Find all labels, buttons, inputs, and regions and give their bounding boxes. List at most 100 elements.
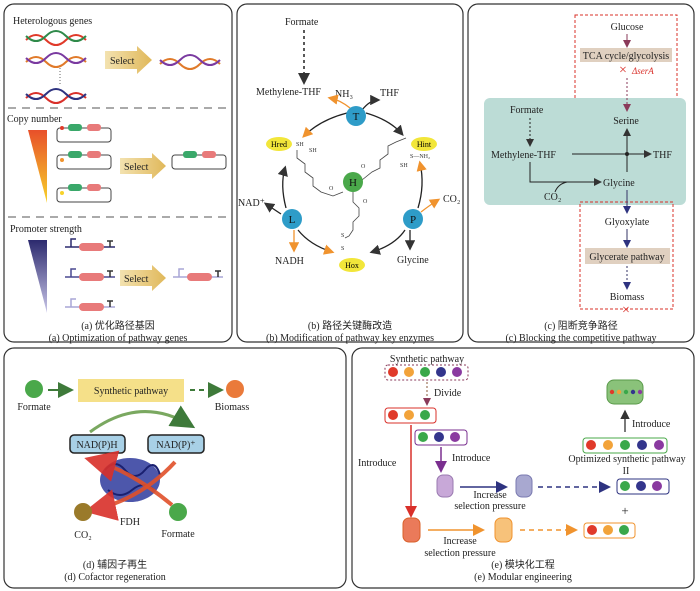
h-int-badge: Hint [411,137,437,151]
svg-text:Serine: Serine [613,116,639,127]
svg-text:THF: THF [653,150,672,161]
tca-box [580,48,672,62]
heterologous-label: Heterologous genes [13,16,92,27]
module-dot [654,440,664,450]
caption-c-cn: (c) 阻断竞争路径 [544,319,618,332]
panel-c-blocking: Glucose TCA cycle/glycolysis × ΔserA For… [467,3,695,344]
caption-b-en: (b) Modification of pathway key enzymes [266,333,434,344]
svg-text:S: S [341,246,344,252]
svg-text:NAD(P)⁺: NAD(P)⁺ [156,440,195,451]
svg-text:O: O [329,186,334,192]
svg-text:P: P [410,214,416,226]
svg-text:Select: Select [124,274,149,285]
panel-e-modular: Synthetic pathway Divide Introduce Intro… [351,347,695,589]
svg-text:SH: SH [296,142,304,148]
svg-text:O: O [363,199,368,205]
svg-text:NADH: NADH [275,256,304,267]
svg-text:T: T [353,111,360,123]
svg-text:Synthetic pathway: Synthetic pathway [390,354,464,365]
block-x-icon: × [622,303,630,318]
caption-d-cn: (d) 辅因子再生 [83,558,147,571]
svg-text:Glycine: Glycine [397,255,429,266]
module-dot [603,440,613,450]
module-dot [637,440,647,450]
module-dot [420,410,430,420]
svg-text:SH: SH [309,148,317,154]
svg-text:Hint: Hint [417,140,432,149]
svg-text:Glyoxylate: Glyoxylate [605,217,650,228]
nadp-box [147,434,205,454]
caption-c-en: (c) Blocking the competitive pathway [505,333,656,344]
svg-text:Methylene-THF: Methylene-THF [491,150,556,161]
svg-text:CO₂: CO₂ [443,194,460,205]
svg-text:Methylene-THF: Methylene-THF [256,87,321,98]
svg-text:Hred: Hred [271,140,287,149]
svg-text:H: H [349,177,357,189]
svg-text:S: S [341,233,344,239]
svg-text:+: + [621,503,628,518]
svg-text:SH: SH [400,163,408,169]
teal-box [484,98,686,205]
svg-text:Glycine: Glycine [603,178,635,189]
cell-purple [436,474,533,498]
caption-a-cn: (a) 优化路径基因 [81,319,155,332]
svg-text:selection pressure: selection pressure [424,548,496,559]
dna-helix-icon [25,30,221,104]
svg-text:Select: Select [110,56,135,67]
module-dot [587,525,597,535]
cycle-arrows [263,94,441,255]
biomass-molecule [226,380,244,398]
module-dot [603,525,613,535]
module-dot [630,389,636,395]
module-dot [616,389,622,395]
co2-molecule [74,503,92,521]
h-red-badge: Hred [266,137,292,151]
svg-text:NAD(P)H: NAD(P)H [76,440,117,451]
enzyme-l: L [282,209,302,229]
h-ox-badge: Hox [339,258,365,272]
synthetic-pathway-box [78,379,184,402]
svg-text:Formate: Formate [510,105,544,116]
enzyme-p: P [403,209,423,229]
module-dot [619,525,629,535]
plasmids [56,127,227,203]
svg-text:Increase: Increase [443,536,477,547]
promoter-genes [65,238,223,311]
select-arrow-2: Select [120,153,166,179]
svg-text:Introduce: Introduce [358,458,397,469]
svg-text:II: II [623,466,630,477]
module-dot [450,432,460,442]
select-arrow-3: Select [120,265,166,291]
cell-orange [402,517,513,543]
svg-text:Formate: Formate [161,529,195,540]
svg-text:ΔserA: ΔserA [631,66,654,76]
caption-a-en: (a) Optimization of pathway genes [49,333,188,344]
module-dot [436,367,446,377]
caption-e-en: (e) Modular engineering [474,572,572,583]
enzyme-h: H [343,172,363,192]
panel-d-cofactor: Formate Synthetic pathway Biomass NAD(P)… [3,347,347,589]
caption-e-cn: (e) 模块化工程 [491,558,555,571]
module-dot [637,389,643,395]
svg-text:Increase: Increase [473,490,507,501]
svg-text:Introduce: Introduce [632,419,671,430]
gradient-triangle-copy [28,130,47,203]
svg-text:Biomass: Biomass [610,292,645,303]
promoter-label: Promoter strength [10,224,82,235]
svg-text:NAD⁺: NAD⁺ [238,198,265,209]
svg-text:CO₂: CO₂ [74,530,91,541]
module-dot [418,432,428,442]
svg-text:FDH: FDH [120,517,140,528]
svg-text:Formate: Formate [17,402,51,413]
module-dot [623,389,629,395]
copy-number-label: Copy number [7,114,62,125]
svg-text:TCA cycle/glycolysis: TCA cycle/glycolysis [583,51,669,62]
svg-text:L: L [289,214,296,226]
svg-text:O: O [361,164,366,170]
select-arrow-1: Select [105,46,152,74]
svg-text:Biomass: Biomass [215,402,250,413]
module-dot [652,481,662,491]
svg-text:Hox: Hox [345,261,359,270]
